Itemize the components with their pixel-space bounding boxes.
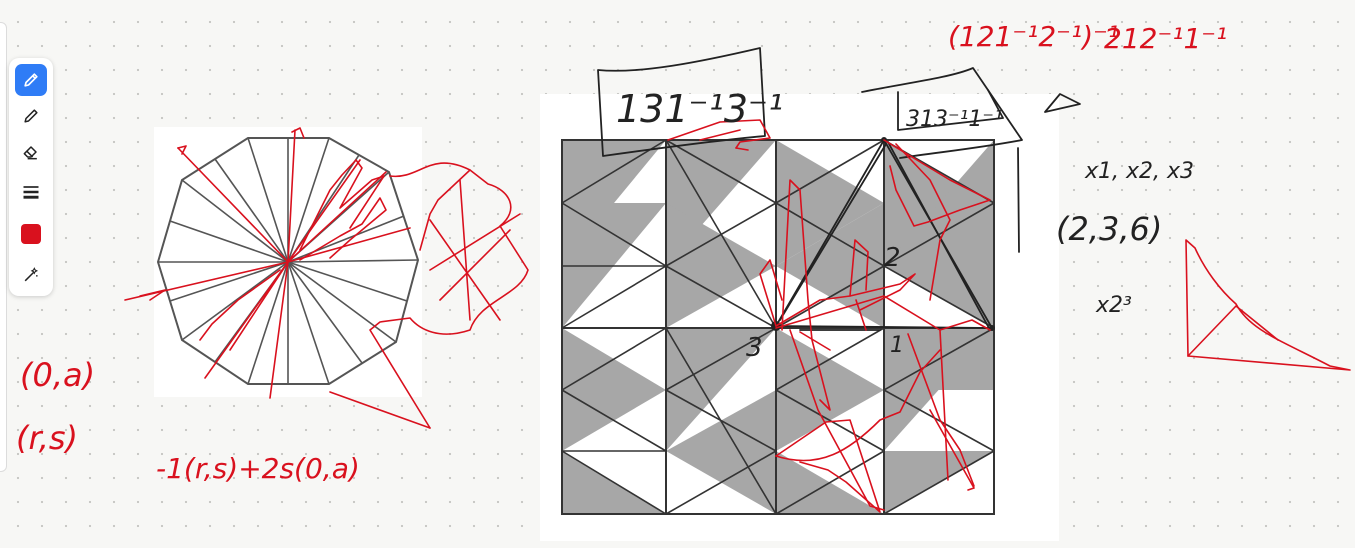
note-commutator-131: 131⁻¹3⁻¹ [616,87,783,131]
note-commutator-inverse: (121⁻¹2⁻¹)⁻¹ [948,20,1119,53]
pencil-tool-button[interactable] [15,100,47,132]
note-point-rs: (r,s) [16,419,78,457]
eraser-icon [23,146,37,160]
note-commutator-212: 212⁻¹1⁻¹ [1104,22,1227,55]
black-handwriting: 131⁻¹3⁻¹ 313⁻¹1⁻¹ x1, x2, x3 (2,3,6) x2³… [616,87,1194,363]
note-combination: -1(r,s)+2s(0,a) [156,452,360,485]
lasso-tool-button[interactable] [15,259,47,291]
note-point-0a: (0,a) [20,356,95,394]
pen-icon [24,73,38,87]
black-ink-strokes [597,47,1081,331]
red-handwriting: (0,a) (r,s) -1(r,s)+2s(0,a) (121⁻¹2⁻¹)⁻¹… [16,20,1227,485]
pen-tool-button[interactable] [15,64,47,96]
note-x2-cubed: x2³ [1095,293,1132,318]
note-triangle-group: (2,3,6) [1056,210,1162,248]
red-ink-strokes [124,119,1351,513]
magic-wand-icon [24,267,39,282]
drawing-toolbar [9,58,53,296]
note-variables: x1, x2, x3 [1084,159,1194,184]
stroke-width-button[interactable] [15,176,47,208]
label-vertex-3: 3 [746,333,763,363]
dodecagon-figure [156,137,420,385]
stroke-width-icon [23,186,39,199]
eraser-tool-button[interactable] [15,136,47,168]
note-commutator-313: 313⁻¹1⁻¹ [906,107,1003,132]
label-vertex-1: 1 [890,333,904,358]
label-vertex-2: 2 [884,243,901,273]
pencil-icon [24,109,38,123]
color-swatch-button[interactable] [21,224,41,244]
